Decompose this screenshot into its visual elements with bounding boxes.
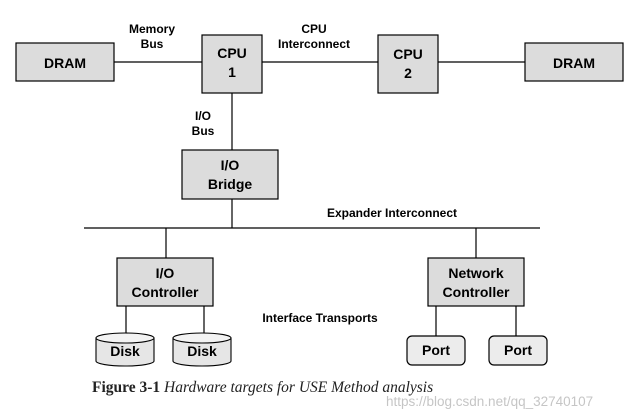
io-bus-label-line2: Bus (192, 124, 215, 138)
memory-bus-label-line1: Memory (129, 22, 175, 36)
cpu1-label-line2: 1 (228, 64, 236, 80)
port1-label: Port (422, 342, 450, 358)
dram-right-node: DRAM (524, 42, 624, 82)
io-controller-node: I/O Controller (116, 257, 214, 307)
cpu1-node: CPU 1 (201, 34, 263, 94)
network-controller-node: Network Controller (427, 257, 525, 307)
network-controller-label-line1: Network (448, 265, 503, 281)
cpu1-label-line1: CPU (217, 45, 247, 61)
disk1-node: Disk (95, 332, 155, 367)
cpu-interconnect-label-line2: Interconnect (278, 37, 350, 51)
connection-lines (84, 61, 540, 336)
io-bridge-label-line1: I/O (221, 157, 240, 173)
disk2-label: Disk (187, 343, 217, 359)
io-bridge-node: I/O Bridge (181, 149, 279, 200)
figure-caption-text: Hardware targets for USE Method analysis (164, 379, 434, 396)
watermark-url: https://blog.csdn.net/qq_32740107 (386, 394, 594, 409)
figure-number: Figure 3-1 (92, 379, 161, 396)
dram-left-node: DRAM (15, 42, 115, 82)
port2-label: Port (504, 342, 532, 358)
cpu2-label-line2: 2 (404, 65, 412, 81)
cpu2-label-line1: CPU (393, 46, 423, 62)
figure-caption: Figure 3-1 Hardware targets for USE Meth… (92, 376, 433, 400)
memory-bus-label-line2: Bus (141, 37, 164, 51)
cpu-interconnect-label-line1: CPU (301, 22, 326, 36)
port1-node: Port (406, 335, 466, 366)
io-controller-label-line1: I/O (156, 265, 175, 281)
io-bus-label-line1: I/O (195, 109, 211, 123)
dram-right-label: DRAM (553, 55, 595, 71)
disk1-label: Disk (110, 343, 140, 359)
dram-left-label: DRAM (44, 55, 86, 71)
network-controller-label-line2: Controller (443, 284, 510, 300)
interface-transports-label: Interface Transports (262, 311, 378, 325)
expander-interconnect-label: Expander Interconnect (327, 206, 457, 220)
cpu2-node: CPU 2 (377, 34, 439, 94)
port2-node: Port (488, 335, 548, 366)
io-bridge-label-line2: Bridge (208, 176, 253, 192)
io-controller-label-line2: Controller (132, 284, 199, 300)
disk2-node: Disk (172, 332, 232, 367)
